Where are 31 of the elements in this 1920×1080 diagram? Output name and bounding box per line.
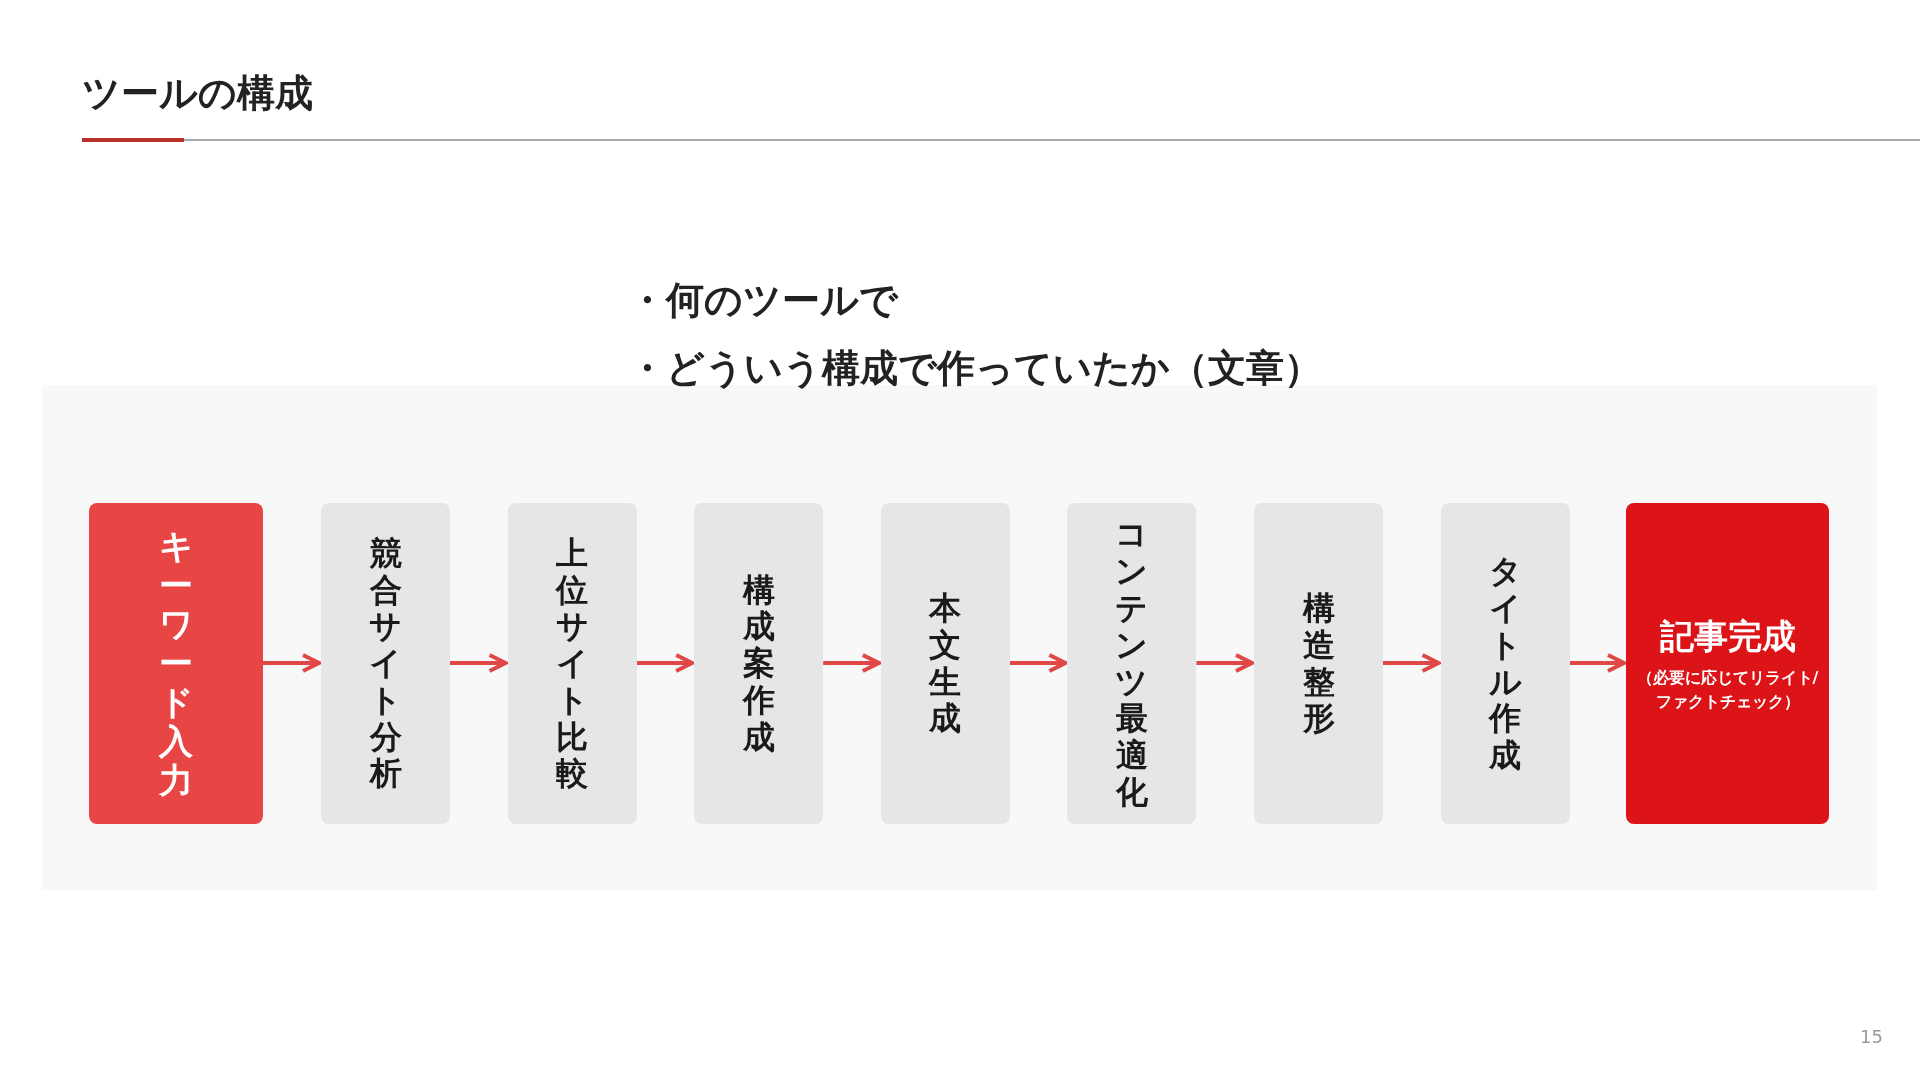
process-box [1254, 503, 1383, 824]
arrow [450, 653, 508, 673]
arrow [263, 653, 321, 673]
box-label: コンテンツ最適化 [1114, 516, 1149, 811]
process-box [1067, 503, 1197, 824]
page-number: 15 [1860, 1026, 1883, 1047]
box-label: 本文生成 [928, 589, 963, 738]
box-label: 構成案作成 [741, 571, 776, 756]
arrow [823, 653, 881, 673]
box-heading: 記事完成 [1659, 614, 1796, 658]
end-box [1626, 503, 1829, 824]
title: ツールの構成 [82, 70, 313, 117]
arrow [1569, 653, 1626, 673]
arrow [1383, 653, 1441, 673]
arrow [1009, 653, 1068, 673]
start-box [89, 503, 263, 824]
process-box [1440, 503, 1570, 824]
box-label: 構造整形 [1301, 589, 1336, 738]
bullet-text: ・どういう構成で作っていたか（文章） [628, 345, 1322, 392]
bullet-text: ・何のツールで [628, 277, 898, 324]
process-box [880, 503, 1010, 824]
process-box [321, 503, 450, 824]
box-label: 競合サイト分析 [368, 534, 403, 793]
box-note: （必要に応じてリライト/ファクトチェック） [1635, 666, 1820, 713]
process-box [507, 503, 637, 824]
arrow [1196, 653, 1254, 673]
process-box [694, 503, 824, 824]
box-label: 上位サイト比較 [555, 534, 590, 793]
arrow [636, 653, 695, 673]
box-label: タイトル作成 [1488, 553, 1523, 774]
box-label: キーワード入力 [158, 526, 194, 801]
